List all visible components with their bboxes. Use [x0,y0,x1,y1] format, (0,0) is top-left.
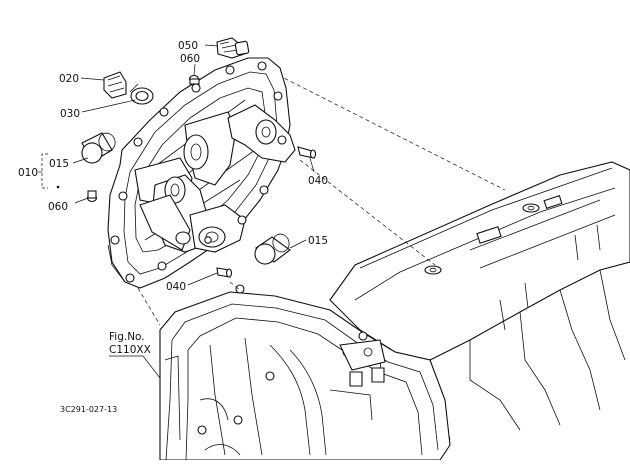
alignment-lines [119,71,506,326]
pin-040-bottom [216,267,233,278]
fig-no-label: Fig.No. [109,331,145,343]
pin-040-right [297,146,317,159]
transmission-case [159,161,630,461]
bolt-060-top [188,74,200,85]
bushing-015-right [254,233,291,265]
figure-reference: Fig.No. C110XX [109,331,161,379]
label-060-top: 060 [180,53,200,65]
label-010: 010 [18,167,38,179]
label-040-right: 040 [308,175,328,187]
label-015-left: 015 [49,158,69,170]
leader-lines [38,44,315,286]
label-015-right: 015 [308,235,328,247]
drawing-code: 3C291-027-13 [60,405,117,414]
label-020: 020 [59,73,79,85]
cover-assembly [107,57,296,289]
plug-050 [216,37,250,59]
bolt-060-left [86,190,98,203]
label-030: 030 [60,108,80,120]
seal-030 [129,83,154,105]
bushing-015-left [81,132,116,164]
fig-no-value: C110XX [109,344,151,356]
label-060-left: 060 [48,201,68,213]
label-040-bottom: 040 [166,281,186,293]
label-050: 050 [178,40,198,52]
plug-020 [103,71,127,99]
